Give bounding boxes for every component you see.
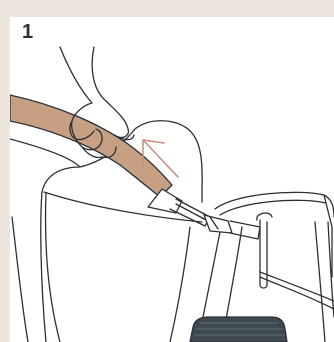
- mesh-pocket-icon: [190, 317, 287, 342]
- buckle-icon: [148, 189, 260, 239]
- strap-attachment-illustration: [10, 17, 334, 342]
- bag-loop: [257, 213, 272, 288]
- instruction-panel: 1: [10, 17, 334, 342]
